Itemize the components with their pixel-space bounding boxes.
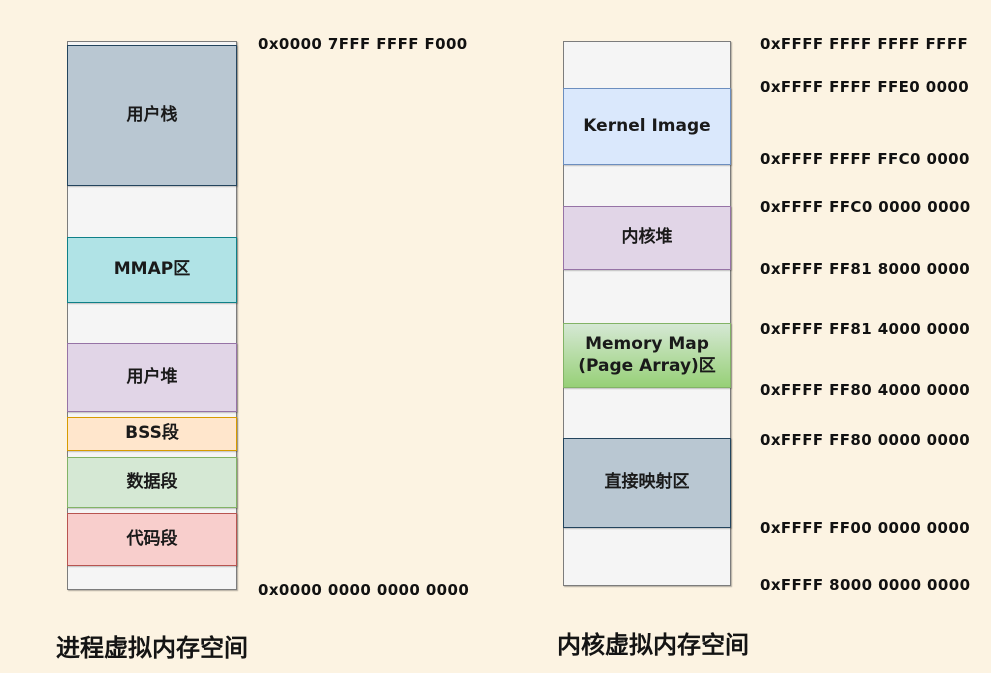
kernel-address-0: 0xFFFF FFFF FFFF FFFF	[760, 35, 969, 53]
kernel-address-8: 0xFFFF FF00 0000 0000	[760, 519, 971, 537]
kernel-address-5: 0xFFFF FF81 4000 0000	[760, 320, 971, 338]
segment-kernel-heap: 内核堆	[563, 206, 731, 270]
segment-mmap-area-label: MMAP区	[113, 259, 191, 280]
segment-data: 数据段	[67, 457, 237, 508]
segment-user-stack: 用户栈	[67, 45, 237, 186]
process-top-address: 0x0000 7FFF FFFF F000	[258, 35, 468, 53]
segment-direct-map: 直接映射区	[563, 438, 731, 528]
process-bottom-address: 0x0000 0000 0000 0000	[258, 581, 470, 599]
segment-user-heap: 用户堆	[67, 343, 237, 412]
segment-code: 代码段	[67, 513, 237, 566]
kernel-address-1: 0xFFFF FFFF FFE0 0000	[760, 78, 970, 96]
kernel-address-2: 0xFFFF FFFF FFC0 0000	[760, 150, 970, 168]
kernel-address-9: 0xFFFF 8000 0000 0000	[760, 576, 971, 594]
segment-memory-map-label: Memory Map (Page Array)区	[578, 334, 716, 376]
kernel-address-7: 0xFFFF FF80 0000 0000	[760, 431, 971, 449]
segment-bss: BSS段	[67, 417, 237, 451]
segment-kernel-heap-label: 内核堆	[621, 227, 673, 248]
process-space-title: 进程虚拟内存空间	[56, 634, 248, 662]
kernel-address-4: 0xFFFF FF81 8000 0000	[760, 260, 971, 278]
kernel-space-title: 内核虚拟内存空间	[557, 631, 749, 659]
segment-user-stack-label: 用户栈	[126, 104, 178, 125]
kernel-address-3: 0xFFFF FFC0 0000 0000	[760, 198, 971, 216]
segment-mmap-area: MMAP区	[67, 237, 237, 303]
segment-data-label: 数据段	[126, 471, 178, 492]
segment-kernel-image: Kernel Image	[563, 88, 731, 165]
segment-bss-label: BSS段	[125, 423, 179, 444]
kernel-address-6: 0xFFFF FF80 4000 0000	[760, 381, 971, 399]
segment-user-heap-label: 用户堆	[126, 366, 178, 387]
segment-direct-map-label: 直接映射区	[604, 472, 690, 493]
segment-code-label: 代码段	[126, 528, 178, 549]
segment-kernel-image-label: Kernel Image	[583, 115, 711, 136]
segment-memory-map: Memory Map (Page Array)区	[563, 323, 731, 388]
